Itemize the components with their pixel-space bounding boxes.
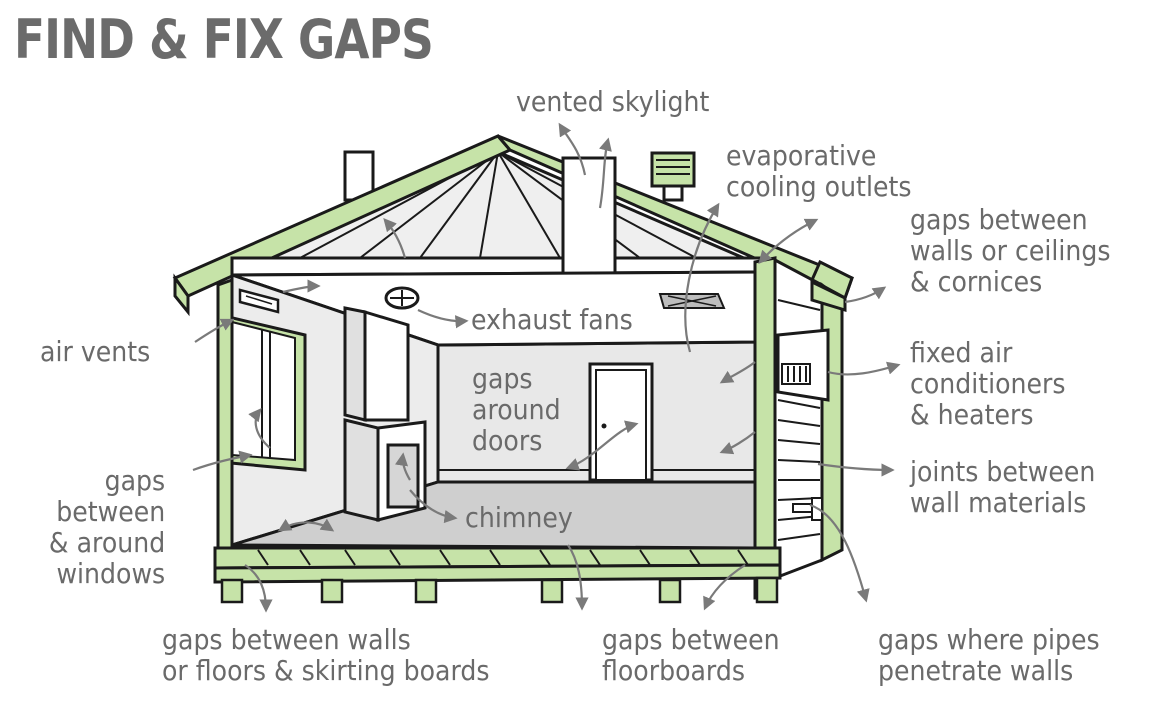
label-joints-between-wall-materials: joints between wall materials xyxy=(910,455,1096,519)
side-cladding xyxy=(773,257,824,581)
skylight-shaft xyxy=(561,156,617,276)
label-gaps-where-pipes-penetrate: gaps where pipes penetrate walls xyxy=(878,623,1100,687)
air-vent xyxy=(238,288,280,314)
door xyxy=(588,362,654,482)
label-air-vents: air vents xyxy=(40,335,151,368)
evaporative-cooler xyxy=(650,151,696,202)
floor-structure xyxy=(213,546,782,604)
arrows xyxy=(192,122,901,613)
label-fixed-air-conditioners-heaters: fixed air conditioners & heaters xyxy=(910,336,1066,431)
label-gaps-around-doors: gaps around doors xyxy=(472,362,561,457)
label-chimney: chimney xyxy=(465,501,573,534)
label-gaps-between-around-windows: gaps between & around windows xyxy=(48,464,165,590)
label-exhaust-fans: exhaust fans xyxy=(471,303,633,336)
window xyxy=(218,313,307,472)
exhaust-fan xyxy=(384,286,420,310)
page-title: FIND & FIX GAPS xyxy=(14,8,434,71)
label-gaps-walls-ceilings-cornices: gaps between walls or ceilings & cornice… xyxy=(910,203,1111,298)
air-conditioner xyxy=(776,328,830,402)
label-vented-skylight: vented skylight xyxy=(516,85,710,118)
label-gaps-between-floorboards: gaps between floorboards xyxy=(602,623,780,687)
cooling-outlet-grille xyxy=(658,293,726,309)
cladding-lines xyxy=(777,299,821,541)
label-evaporative-cooling-outlets: evaporative cooling outlets xyxy=(726,139,912,203)
label-gaps-walls-floors-skirting: gaps between walls or floors & skirting … xyxy=(162,623,490,687)
